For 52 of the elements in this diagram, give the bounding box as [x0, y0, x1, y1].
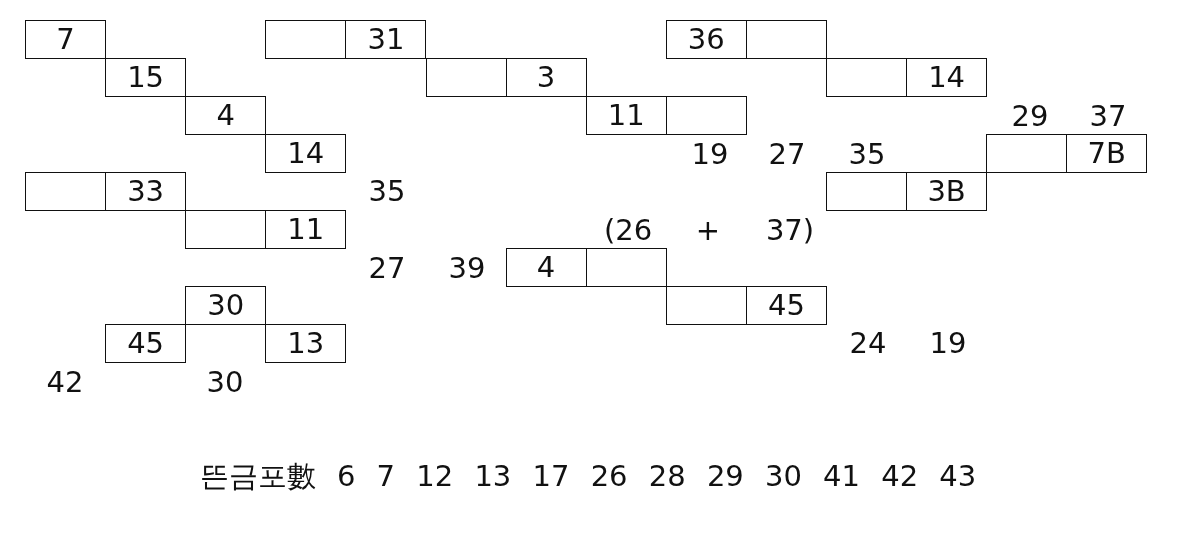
cell-number: 30: [207, 291, 245, 320]
number-cell: [105, 172, 187, 211]
number-label: 37: [1089, 101, 1127, 131]
cell-number: 7: [56, 25, 75, 54]
cell-number: 3: [536, 63, 556, 92]
cell-number: 14: [287, 139, 325, 168]
cell-number: 13: [287, 329, 325, 358]
number-label: 35: [848, 139, 886, 169]
cell-number: 11: [607, 101, 645, 130]
number-cell: [745, 286, 827, 325]
number-label: 19: [929, 328, 967, 358]
cell-number: 33: [127, 177, 165, 206]
number-cell: [105, 324, 187, 363]
number-cell: [585, 96, 667, 135]
cell-number: 14: [928, 63, 966, 92]
cell-number: 7B: [1087, 139, 1126, 168]
number-label: 42: [46, 367, 84, 397]
number-label: (26: [603, 215, 653, 245]
number-cell: [505, 248, 587, 287]
number-label: 35: [368, 176, 406, 206]
number-cell: [25, 20, 106, 59]
number-label: +: [695, 215, 721, 245]
number-cell: [906, 172, 988, 211]
number-label: 24: [849, 328, 887, 358]
number-cell: [185, 96, 267, 135]
number-label: 19: [691, 139, 729, 169]
number-label: 27: [768, 139, 806, 169]
number-label: 29: [1011, 101, 1049, 131]
number-cell: [345, 20, 427, 59]
number-cell: [906, 58, 988, 97]
number-cell: [105, 58, 187, 97]
cell-number: 45: [127, 329, 165, 358]
number-cell: [665, 20, 747, 59]
number-cell: [265, 324, 347, 363]
number-cell: [1066, 134, 1148, 173]
cell-number: 15: [127, 63, 165, 92]
cell-number: 45: [767, 291, 805, 320]
cell-number: 31: [367, 25, 405, 54]
cell-number: 4: [216, 101, 235, 130]
number-cell: [265, 210, 347, 249]
cell-number: 36: [687, 25, 725, 54]
number-label: 27: [368, 253, 406, 283]
number-label: 39: [448, 253, 486, 283]
number-label: 37): [765, 215, 815, 245]
number-cell: [265, 134, 347, 173]
cell-number: 4: [536, 253, 556, 282]
number-cell: [505, 58, 587, 97]
cell-number: 3B: [927, 177, 966, 206]
number-list: 뜬금포數 6 7 12 13 17 26 28 29 30 41 42 43: [199, 461, 977, 491]
cell-number: 11: [287, 215, 325, 244]
number-cell: [185, 286, 267, 325]
number-label: 30: [206, 367, 244, 397]
